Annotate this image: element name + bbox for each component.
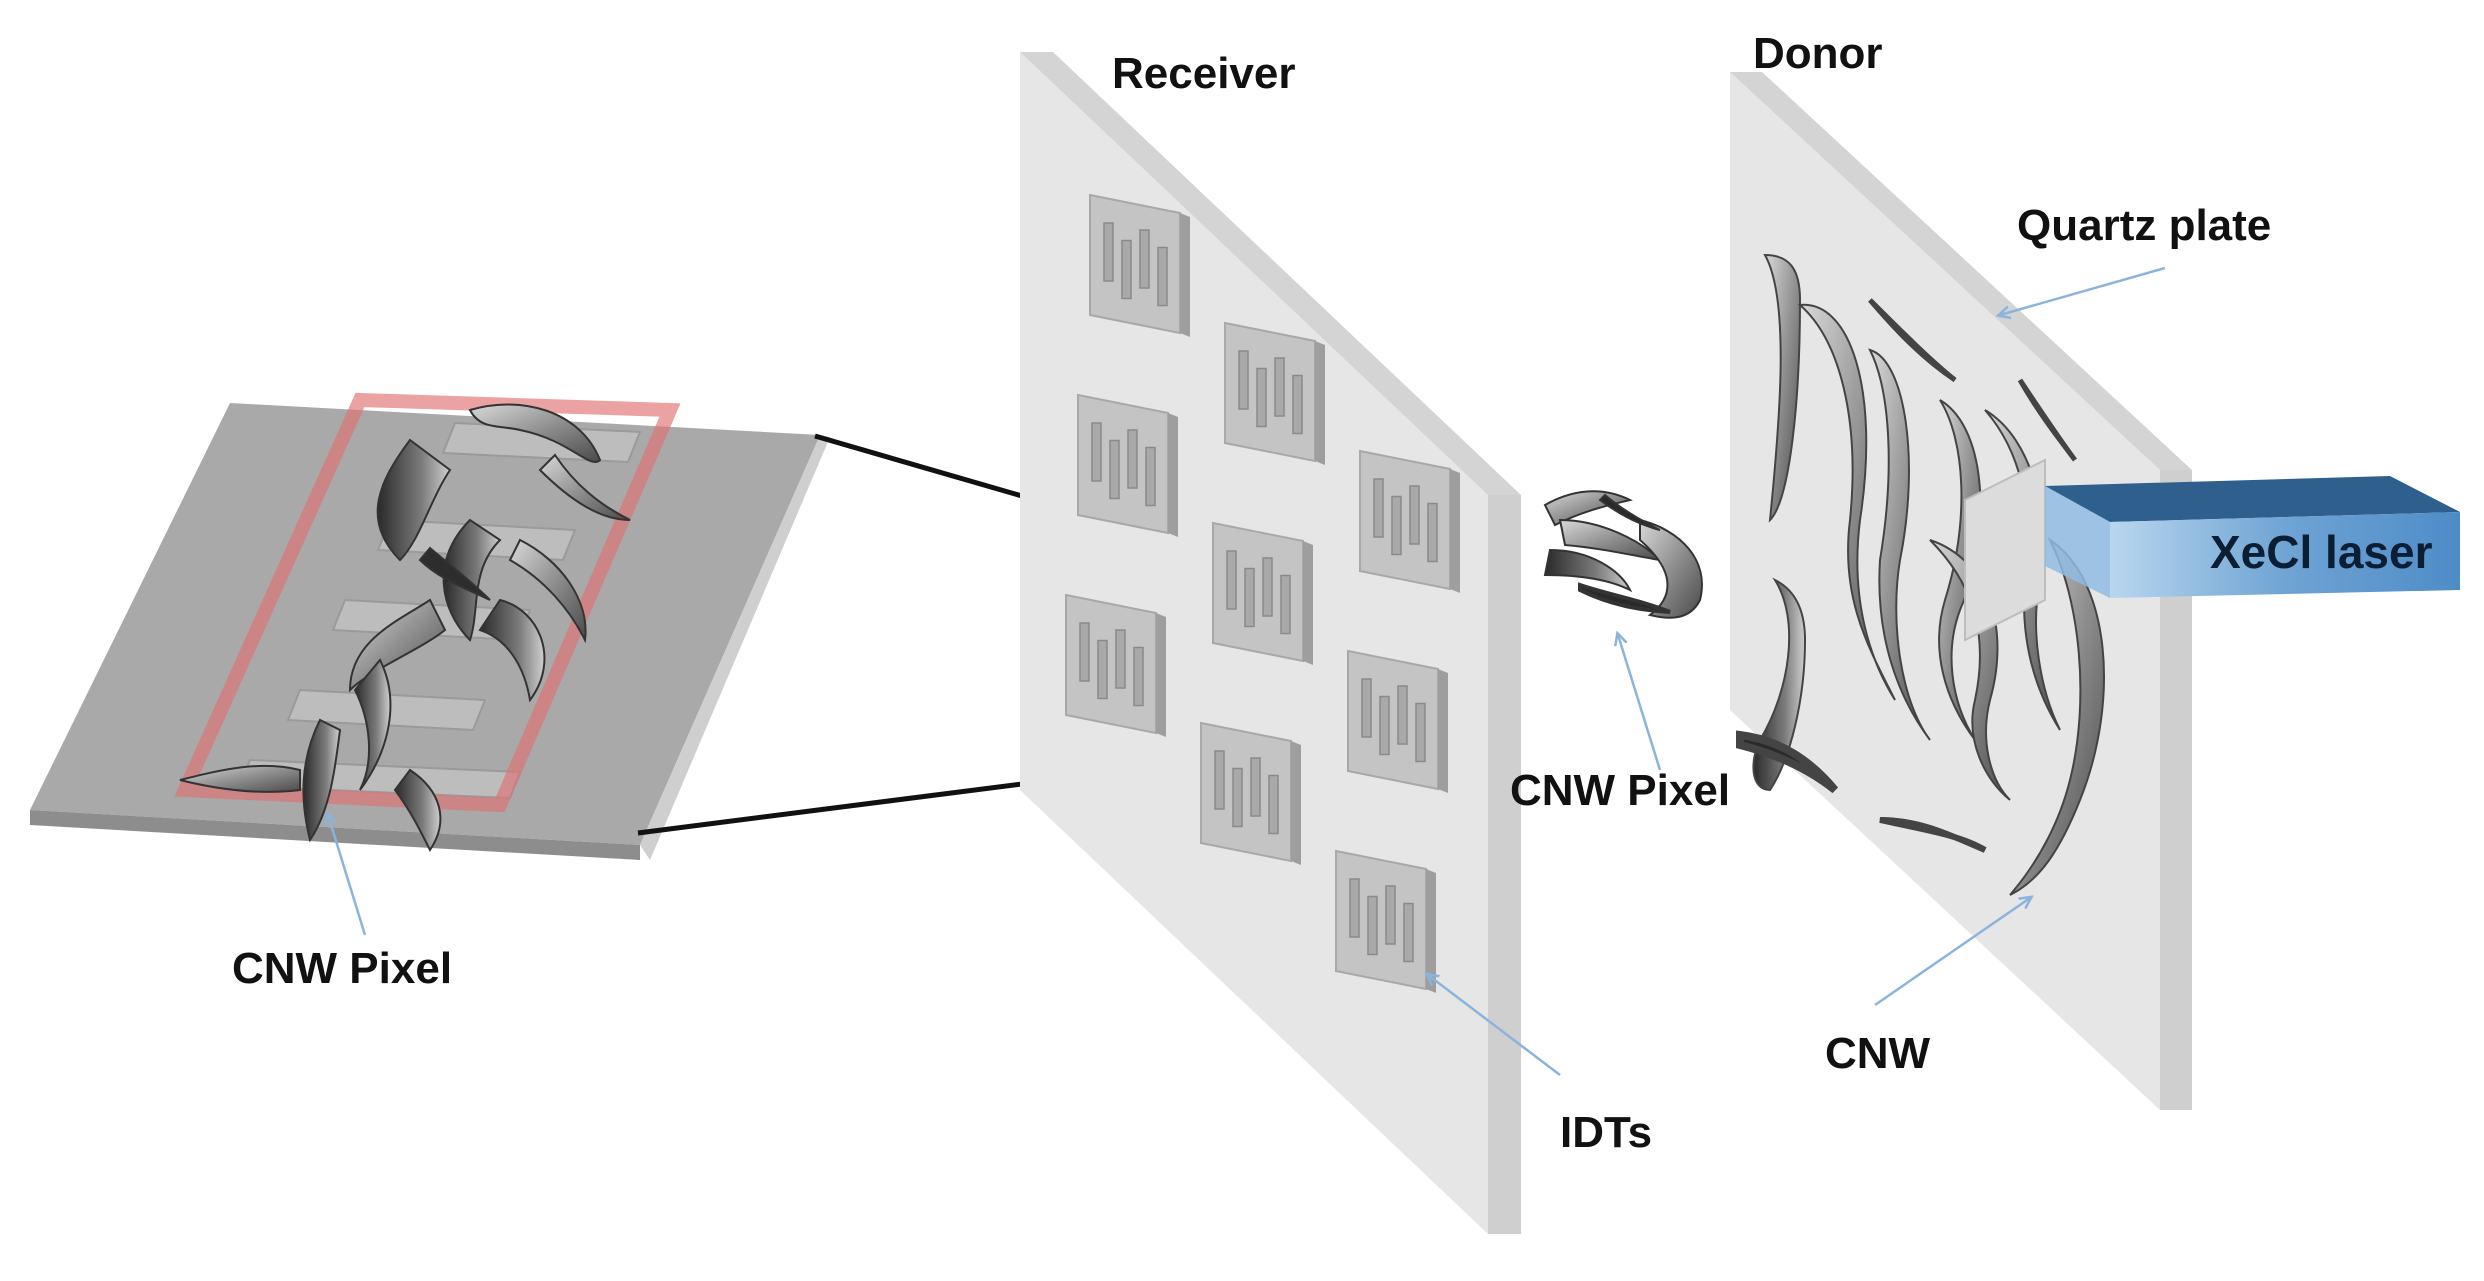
- idt-finger: [1409, 485, 1420, 545]
- receiver-side: [1488, 495, 1521, 1234]
- idt-finger: [1115, 629, 1126, 689]
- idt-finger: [1274, 357, 1285, 417]
- idt-finger: [1133, 646, 1144, 707]
- quartz-plate-label: Quartz plate: [2017, 201, 2271, 250]
- laser-top: [2045, 476, 2460, 522]
- idt-finger: [1121, 239, 1132, 300]
- idt-pad: [1347, 649, 1448, 793]
- idt-finger: [1415, 702, 1426, 763]
- idts-arrow: [1428, 975, 1561, 1076]
- idt-finger: [1280, 574, 1291, 635]
- cnw-pixel-left-label: CNW Pixel: [232, 944, 452, 993]
- idt-finger: [1427, 502, 1438, 563]
- idt-pad-side: [1426, 869, 1436, 993]
- idt-pad: [1089, 193, 1190, 337]
- pixel-outline: [174, 392, 681, 813]
- idt-finger: [1232, 767, 1243, 828]
- idt-pad: [1077, 393, 1178, 537]
- idt-pad: [1200, 721, 1301, 865]
- idt-pad: [1065, 593, 1166, 737]
- idt-finger: [1385, 885, 1396, 945]
- idt-pad-side: [1291, 741, 1301, 865]
- idt-finger: [1349, 878, 1360, 938]
- xecl-laser-beam: [2045, 476, 2460, 598]
- cnw-label: CNW: [1825, 1029, 1931, 1078]
- donor-edge: [1730, 72, 2192, 470]
- idt-finger: [1373, 478, 1384, 538]
- receiver-label: Receiver: [1112, 49, 1295, 98]
- idt-finger: [1397, 685, 1408, 745]
- idt-finger: [1262, 557, 1273, 617]
- magnified-pixel: [30, 392, 830, 860]
- idt-finger: [1256, 367, 1267, 428]
- idt-finger: [1109, 439, 1120, 500]
- idt-pad: [1335, 849, 1436, 993]
- idt-pad-side: [1438, 669, 1448, 793]
- quartz-window: [1964, 458, 2046, 642]
- receiver-edge: [1020, 52, 1521, 495]
- idt-finger: [1097, 639, 1108, 700]
- idt-finger: [1214, 750, 1225, 810]
- idt-finger: [1103, 222, 1114, 282]
- idt-pad: [1359, 449, 1460, 593]
- idt-finger: [1091, 422, 1102, 482]
- idt-pad-side: [1303, 541, 1313, 665]
- idt-pad: [1212, 521, 1313, 665]
- label-arrows: [328, 266, 2166, 1076]
- idt-finger: [1145, 446, 1156, 507]
- xecl-laser-label: XeCl laser: [2210, 526, 2433, 578]
- idt-pad-side: [1156, 613, 1166, 737]
- cnw-pixel-flight: [1543, 490, 1703, 619]
- idt-finger: [1367, 895, 1378, 956]
- idt-pad-side: [1315, 341, 1325, 465]
- idt-finger: [1391, 495, 1402, 556]
- pixel-flakes: [179, 403, 631, 852]
- idt-finger: [1268, 774, 1279, 835]
- donor-label: Donor: [1753, 29, 1883, 78]
- cnw-pixel-middle-label: CNW Pixel: [1510, 766, 1730, 815]
- idt-pad-side: [1450, 469, 1460, 593]
- idts-label: IDTs: [1560, 1108, 1652, 1157]
- idt-finger: [1361, 678, 1372, 738]
- idt-pad: [1224, 321, 1325, 465]
- idt-array: [1065, 193, 1460, 993]
- idt-finger: [1403, 902, 1414, 963]
- idt-finger: [1292, 374, 1303, 435]
- donor-side: [2160, 470, 2192, 1110]
- cnw-left-arrow: [328, 815, 367, 936]
- idt-finger: [1250, 757, 1261, 817]
- idt-finger: [1127, 429, 1138, 489]
- idt-pad-side: [1180, 213, 1190, 337]
- idt-finger: [1238, 350, 1249, 410]
- cnw-donor-arrow: [1874, 898, 2030, 1007]
- idt-finger: [1379, 695, 1390, 756]
- idt-finger: [1226, 550, 1237, 610]
- cnw-middle-arrow: [1618, 635, 1662, 771]
- idt-finger: [1157, 246, 1168, 307]
- laser-front: [2045, 486, 2110, 598]
- idt-finger: [1244, 567, 1255, 628]
- substrate-edge: [640, 435, 830, 860]
- idt-finger: [1079, 622, 1090, 682]
- quartz-arrow: [2000, 266, 2166, 315]
- idt-finger: [1139, 229, 1150, 289]
- idt-pad-side: [1168, 413, 1178, 537]
- laser-side: [2110, 512, 2460, 598]
